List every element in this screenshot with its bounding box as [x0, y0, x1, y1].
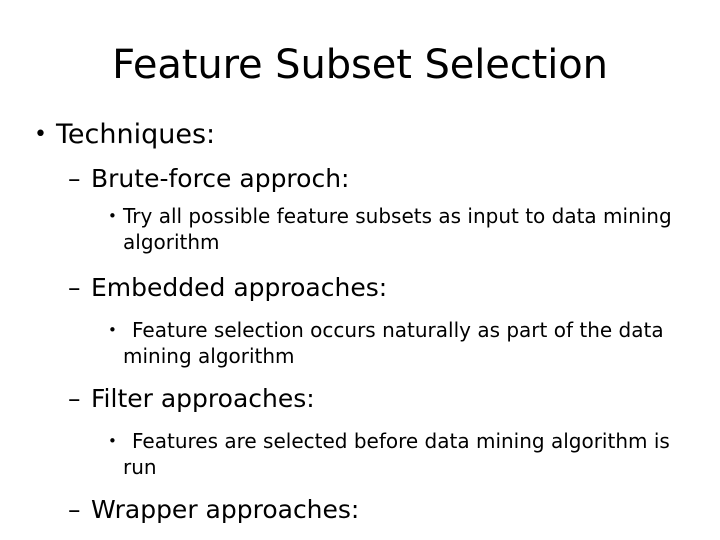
spacer [0, 304, 720, 317]
page-title: Feature Subset Selection [112, 42, 608, 88]
outline-section-filter: – Filter approaches: • Features are sele… [0, 382, 720, 480]
outline-item-heading: – Filter approaches: [0, 382, 720, 415]
outline-section-wrapper: – Wrapper approaches: • Use the data min… [0, 493, 720, 540]
bullet-icon: • [108, 207, 117, 225]
spacer [0, 369, 720, 382]
spacer [0, 195, 720, 203]
bullet-icon: • [108, 321, 117, 339]
dash-icon: – [68, 164, 81, 193]
outline-level2-label: Wrapper approaches: [91, 495, 360, 524]
bullet-icon: • [34, 122, 47, 147]
spacer [0, 154, 720, 162]
dash-icon: – [68, 495, 81, 524]
outline-section-embedded: – Embedded approaches: • Feature selecti… [0, 271, 720, 369]
slide-body: • Techniques: – Brute-force approch: • T… [0, 118, 720, 540]
bullet-icon: • [108, 432, 117, 450]
outline-level3-label: Features are selected before data mining… [123, 429, 670, 479]
dash-icon: – [68, 384, 81, 413]
outline-section-brute-force: – Brute-force approch: • Try all possibl… [0, 162, 720, 255]
dash-icon: – [68, 273, 81, 302]
outline-item-heading: – Wrapper approaches: [0, 493, 720, 526]
outline-level3-label: Feature selection occurs naturally as pa… [123, 318, 664, 368]
outline-item-heading: – Brute-force approch: [0, 162, 720, 195]
spacer [0, 526, 720, 539]
spacer [0, 415, 720, 428]
outline-level1-label: Techniques: [56, 119, 216, 150]
outline-item-heading: – Embedded approaches: [0, 271, 720, 304]
outline-level2-label: Embedded approaches: [91, 273, 388, 302]
spacer [0, 255, 720, 271]
outline-item-techniques: • Techniques: [0, 118, 720, 152]
outline-level3-label: Try all possible feature subsets as inpu… [123, 204, 672, 254]
outline-level2-label: Brute-force approch: [91, 164, 350, 193]
outline-level2-label: Filter approaches: [91, 384, 315, 413]
spacer [0, 480, 720, 493]
outline-item-detail: • Try all possible feature subsets as in… [0, 203, 720, 255]
outline-item-detail: • Feature selection occurs naturally as … [0, 317, 720, 369]
outline-item-detail: • Features are selected before data mini… [0, 428, 720, 480]
